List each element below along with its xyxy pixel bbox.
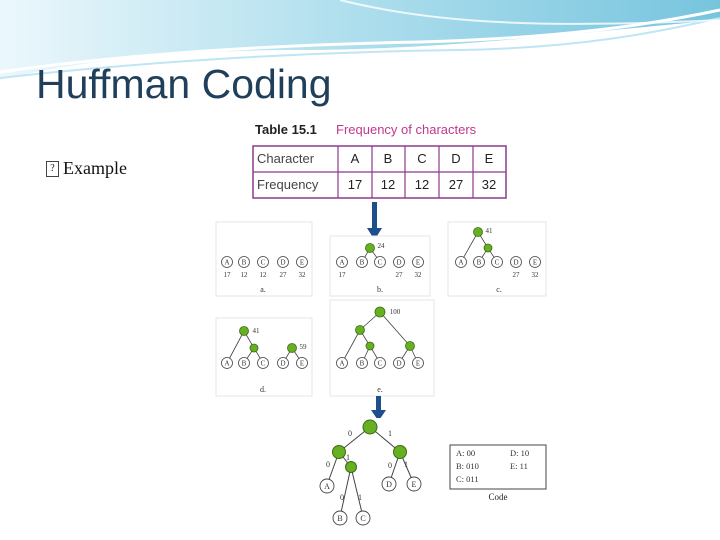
node-weight: 12: [241, 271, 249, 279]
header-banner: [0, 0, 720, 80]
char-cell: A: [351, 151, 360, 166]
node-letter: B: [360, 259, 365, 267]
step-caption: a.: [260, 285, 266, 294]
step-c: 41 A B C D E 27 32 c.: [447, 221, 547, 297]
step-d: 41 59 A B C D E d.: [215, 317, 313, 397]
node-letter: E: [300, 360, 304, 368]
code-entry: C: 011: [456, 474, 479, 484]
char-cell: C: [417, 151, 426, 166]
merged-weight: 59: [300, 343, 308, 351]
node-letter: A: [339, 360, 344, 368]
node-letter: C: [378, 259, 383, 267]
node-weight: 17: [339, 271, 347, 279]
edge-label: 0: [326, 460, 330, 469]
freq-cell: 17: [348, 177, 362, 192]
leaf-letter: C: [360, 514, 365, 523]
node-letter: A: [339, 259, 344, 267]
edge-label: 0: [340, 493, 344, 502]
node-letter: D: [513, 259, 518, 267]
node-weight: 32: [299, 271, 307, 279]
node-weight: 12: [260, 271, 268, 279]
node-letter: D: [280, 360, 285, 368]
char-cell: E: [485, 151, 494, 166]
row-header-frequency: Frequency: [257, 177, 319, 192]
node-letter: C: [495, 259, 500, 267]
node-letter: A: [224, 259, 229, 267]
node-letter: C: [261, 259, 266, 267]
node-letter: D: [396, 259, 401, 267]
edge-label: 1: [404, 460, 408, 469]
node-letter: D: [396, 360, 401, 368]
node-letter: A: [458, 259, 463, 267]
leaf-letter: E: [412, 480, 417, 489]
root-weight: 100: [390, 308, 401, 316]
edge-label: 1: [358, 493, 362, 502]
char-cell: D: [451, 151, 460, 166]
node-letter: D: [280, 259, 285, 267]
node-weight: 27: [396, 271, 404, 279]
node-letter: E: [416, 360, 420, 368]
edge-label: 1: [388, 429, 392, 438]
arrow-down-1: [367, 202, 382, 240]
freq-cell: 12: [381, 177, 395, 192]
merged-weight: 41: [253, 327, 261, 335]
freq-cell: 12: [415, 177, 429, 192]
node-weight: 27: [280, 271, 288, 279]
bullet-item: ? Example: [46, 158, 127, 179]
leaf-letter: A: [324, 482, 330, 491]
edge-label: 0: [388, 461, 392, 470]
node-letter: B: [360, 360, 365, 368]
node-letter: B: [242, 360, 247, 368]
node-weight: 32: [532, 271, 540, 279]
node-letter: C: [261, 360, 266, 368]
table-caption-text: Frequency of characters: [336, 122, 477, 137]
node-weight: 17: [224, 271, 232, 279]
arrow-down-2: [371, 396, 386, 421]
code-entry: B: 010: [456, 461, 479, 471]
code-entry: E: 11: [510, 461, 528, 471]
node-letter: E: [533, 259, 537, 267]
row-header-character: Character: [257, 151, 315, 166]
edge-label: 0: [348, 429, 352, 438]
step-caption: c.: [496, 285, 502, 294]
code-caption: Code: [489, 492, 508, 502]
code-table: A: 00 D: 10 B: 010 E: 11 C: 011 Code: [449, 444, 547, 502]
code-entry: A: 00: [456, 448, 475, 458]
node-letter: B: [242, 259, 247, 267]
bullet-text: Example: [63, 158, 127, 178]
bullet-glyph: ?: [46, 160, 59, 177]
table-caption-number: Table 15.1: [255, 122, 317, 137]
leaf-letter: D: [386, 480, 392, 489]
node-weight: 32: [415, 271, 423, 279]
node-weight: 27: [513, 271, 521, 279]
step-b: 24 A B C D E 17 27 32 b.: [329, 235, 431, 297]
code-entry: D: 10: [510, 448, 529, 458]
slide-title: Huffman Coding: [36, 61, 332, 107]
step-e: 100 A B C D E e.: [329, 299, 435, 397]
node-letter: E: [300, 259, 304, 267]
frequency-table: Table 15.1 Frequency of characters Chara…: [252, 122, 507, 199]
node-letter: B: [477, 259, 482, 267]
node-letter: C: [378, 360, 383, 368]
node-letter: A: [224, 360, 229, 368]
merged-weight: 41: [486, 227, 494, 235]
leaf-letter: B: [337, 514, 342, 523]
step-a: A B C D E 17 12 12 27 32 a.: [215, 221, 313, 297]
step-caption: e.: [377, 385, 383, 394]
step-caption: b.: [377, 285, 383, 294]
char-cell: B: [384, 151, 393, 166]
freq-cell: 27: [449, 177, 463, 192]
freq-cell: 32: [482, 177, 496, 192]
node-letter: E: [416, 259, 420, 267]
merged-weight: 24: [378, 242, 386, 250]
edge-label: 1: [346, 453, 350, 462]
step-caption: d.: [260, 385, 266, 394]
